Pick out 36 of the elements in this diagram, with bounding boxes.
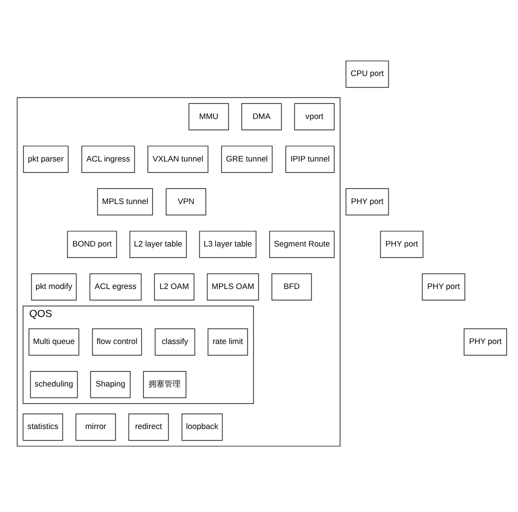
node-box: classify [154, 328, 196, 356]
node-box: scheduling [30, 370, 78, 398]
node-box: ACL egress [89, 272, 142, 300]
node-box: ACL ingress [81, 145, 135, 172]
node-box: VXLAN tunnel [147, 145, 208, 172]
node-box: rate limit [208, 328, 248, 356]
node-box: L3 layer table [199, 230, 256, 258]
node-box: Multi queue [28, 328, 80, 356]
node-box: PHY port [346, 188, 389, 215]
node-box: redirect [128, 413, 169, 440]
node-box: PHY port [464, 328, 508, 356]
node-box: MPLS tunnel [97, 188, 153, 215]
node-box: flow control [92, 328, 142, 356]
node-box: VPN [166, 188, 206, 215]
node-box: statistics [22, 413, 64, 440]
node-box: L2 OAM [154, 272, 194, 300]
node-box: vport [294, 102, 335, 130]
node-box: MMU [188, 102, 229, 130]
node-box: IPIP tunnel [285, 145, 335, 172]
node-box: MPLS OAM [206, 272, 259, 300]
node-box: PHY port [422, 272, 466, 300]
node-box: pkt parser [23, 145, 69, 172]
node-box: BFD [271, 272, 312, 300]
node-box: BOND port [67, 230, 117, 258]
node-box: mirror [76, 413, 116, 440]
node-box: CPU port [346, 60, 389, 88]
node-box: PHY port [380, 230, 424, 258]
node-box: Shaping [90, 370, 131, 398]
node-box: GRE tunnel [221, 145, 273, 172]
node-box: DMA [241, 102, 282, 130]
node-box: Segment Route [269, 230, 335, 258]
node-box: loopback [182, 413, 223, 440]
cluster [16, 96, 340, 446]
node-box: 拥塞管理 [143, 370, 186, 398]
node-box: pkt modify [31, 272, 77, 300]
node-box: L2 layer table [129, 230, 187, 258]
